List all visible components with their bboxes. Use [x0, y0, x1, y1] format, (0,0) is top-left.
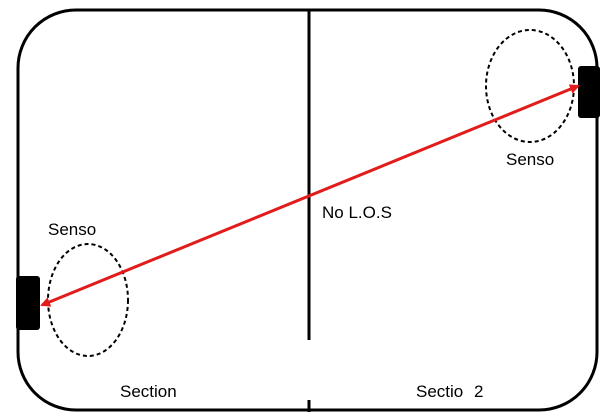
sensor-label-left: Senso [48, 220, 97, 239]
sensor-block-right [578, 66, 600, 118]
section-right-label: Sectio 2 [416, 382, 484, 401]
no-los-label: No L.O.S [322, 203, 392, 222]
sensing-range-right [485, 29, 575, 143]
sensor-label-right: Senso [506, 150, 555, 169]
sensor-block-left [16, 276, 40, 330]
sensing-range-left [47, 243, 129, 357]
section-left-label: Section [120, 382, 177, 401]
link-arrow [40, 84, 580, 307]
